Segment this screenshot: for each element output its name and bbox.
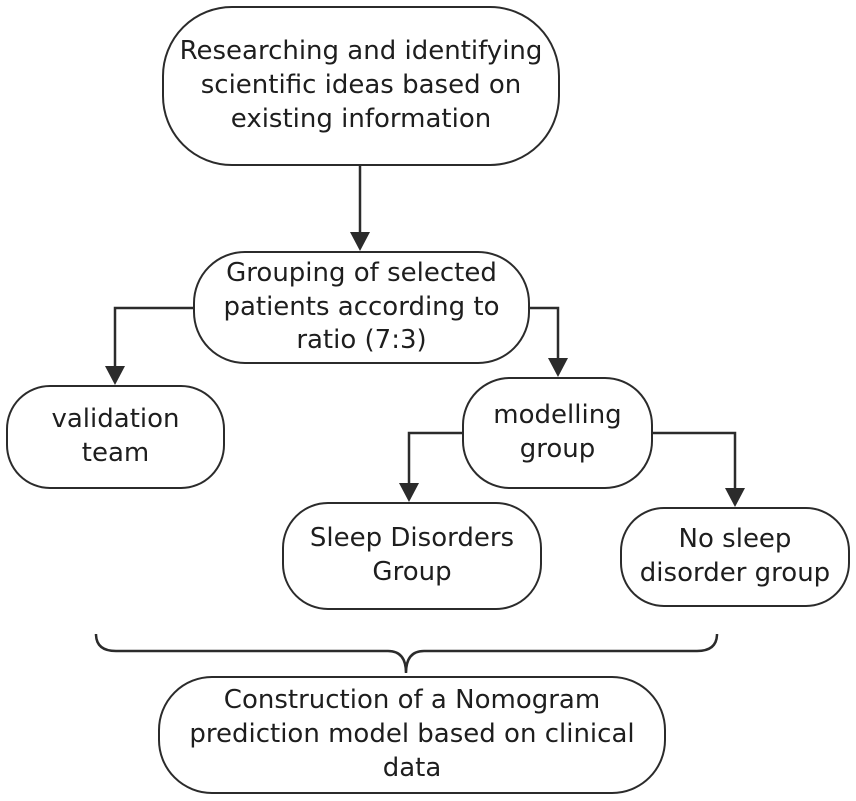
arrowhead-modelling-to-no-sleep-disorder xyxy=(725,488,745,507)
node-modelling-group-line-1: modelling xyxy=(493,400,622,431)
node-research-ideas-line-3: existing information xyxy=(230,103,492,134)
arrow-grouping-to-modelling xyxy=(530,306,560,358)
curly-brace xyxy=(94,633,719,674)
node-no-sleep-disorder-group-line-1: No sleep xyxy=(678,524,792,555)
arrow-modelling-to-sleep-disorders xyxy=(407,431,462,483)
node-nomogram-model-line-1: Construction of a Nomogram xyxy=(223,685,601,716)
node-grouping-patients-line-2: patients according to xyxy=(223,291,500,322)
node-grouping-patients-line-3: ratio (7:3) xyxy=(296,325,427,356)
node-sleep-disorders-group: Sleep Disorders Group xyxy=(282,502,542,610)
node-research-ideas-line-1: Researching and identifying xyxy=(179,36,543,67)
node-sleep-disorders-group-line-1: Sleep Disorders xyxy=(309,523,515,554)
arrowhead-root-to-grouping xyxy=(350,232,370,251)
arrow-grouping-to-validation xyxy=(113,306,193,366)
node-nomogram-model: Construction of a Nomogram prediction mo… xyxy=(158,676,666,794)
node-sleep-disorders-group-line-2: Group xyxy=(372,557,452,587)
arrowhead-modelling-to-sleep-disorders xyxy=(399,483,419,502)
node-no-sleep-disorder-group: No sleep disorder group xyxy=(620,507,850,607)
node-validation-team-line-2: team xyxy=(81,438,150,468)
arrowhead-grouping-to-validation xyxy=(105,366,125,385)
arrow-modelling-to-no-sleep-disorder xyxy=(653,431,737,488)
node-research-ideas: Researching and identifying scientific i… xyxy=(162,6,560,166)
node-modelling-group: modelling group xyxy=(462,377,653,489)
node-nomogram-model-line-2: prediction model based on clinical xyxy=(189,719,635,750)
node-nomogram-model-line-3: data xyxy=(382,752,442,783)
node-grouping-patients-line-1: Grouping of selected xyxy=(226,257,497,288)
node-validation-team: validation team xyxy=(6,385,225,489)
node-research-ideas-line-2: scientific ideas based on xyxy=(200,70,522,101)
node-validation-team-line-1: validation xyxy=(51,404,180,435)
node-grouping-patients: Grouping of selected patients according … xyxy=(193,251,530,364)
arrowhead-grouping-to-modelling xyxy=(548,358,568,377)
node-modelling-group-line-2: group xyxy=(519,434,596,464)
node-no-sleep-disorder-group-line-2: disorder group xyxy=(639,558,831,588)
